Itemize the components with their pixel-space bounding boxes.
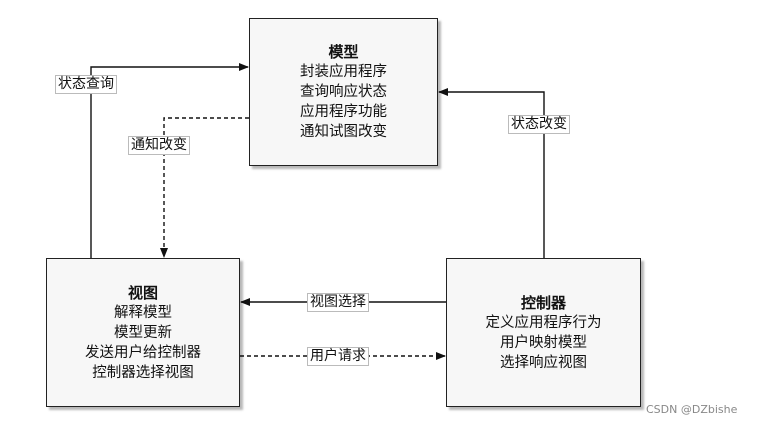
edge-notify-change <box>160 117 249 258</box>
edge-label-user-request: 用户请求 <box>307 347 369 366</box>
edge-label-view-select: 视图选择 <box>307 293 369 312</box>
model-line-4: 通知试图改变 <box>300 124 387 140</box>
model-line-1: 封装应用程序 <box>300 64 387 80</box>
view-line-4: 控制器选择视图 <box>92 364 194 381</box>
edge-label-state-query: 状态查询 <box>55 75 117 94</box>
edge-state-change <box>438 88 545 258</box>
view-title: 视图 <box>127 283 158 302</box>
controller-line-3: 选择响应视图 <box>500 354 587 371</box>
view-node: 视图 解释模型 模型更新 发送用户给控制器 控制器选择视图 <box>46 258 240 407</box>
watermark: CSDN @DZbishe <box>646 403 738 416</box>
view-line-3: 发送用户给控制器 <box>85 344 201 361</box>
view-line-1: 解释模型 <box>114 304 172 321</box>
edge-state-query <box>90 63 249 258</box>
controller-title: 控制器 <box>520 293 566 312</box>
view-line-2: 模型更新 <box>114 324 172 341</box>
model-line-2: 查询响应状态 <box>300 84 387 100</box>
edge-label-notify-change: 通知改变 <box>128 136 190 155</box>
edge-label-state-change: 状态改变 <box>508 115 570 134</box>
model-node: 模型 封装应用程序 查询响应状态 应用程序功能 通知试图改变 <box>249 18 438 166</box>
model-line-3: 应用程序功能 <box>300 104 387 120</box>
controller-node: 控制器 定义应用程序行为 用户映射模型 选择响应视图 <box>446 258 641 407</box>
controller-line-2: 用户映射模型 <box>500 334 587 351</box>
model-title: 模型 <box>328 43 359 61</box>
controller-line-1: 定义应用程序行为 <box>485 314 602 331</box>
